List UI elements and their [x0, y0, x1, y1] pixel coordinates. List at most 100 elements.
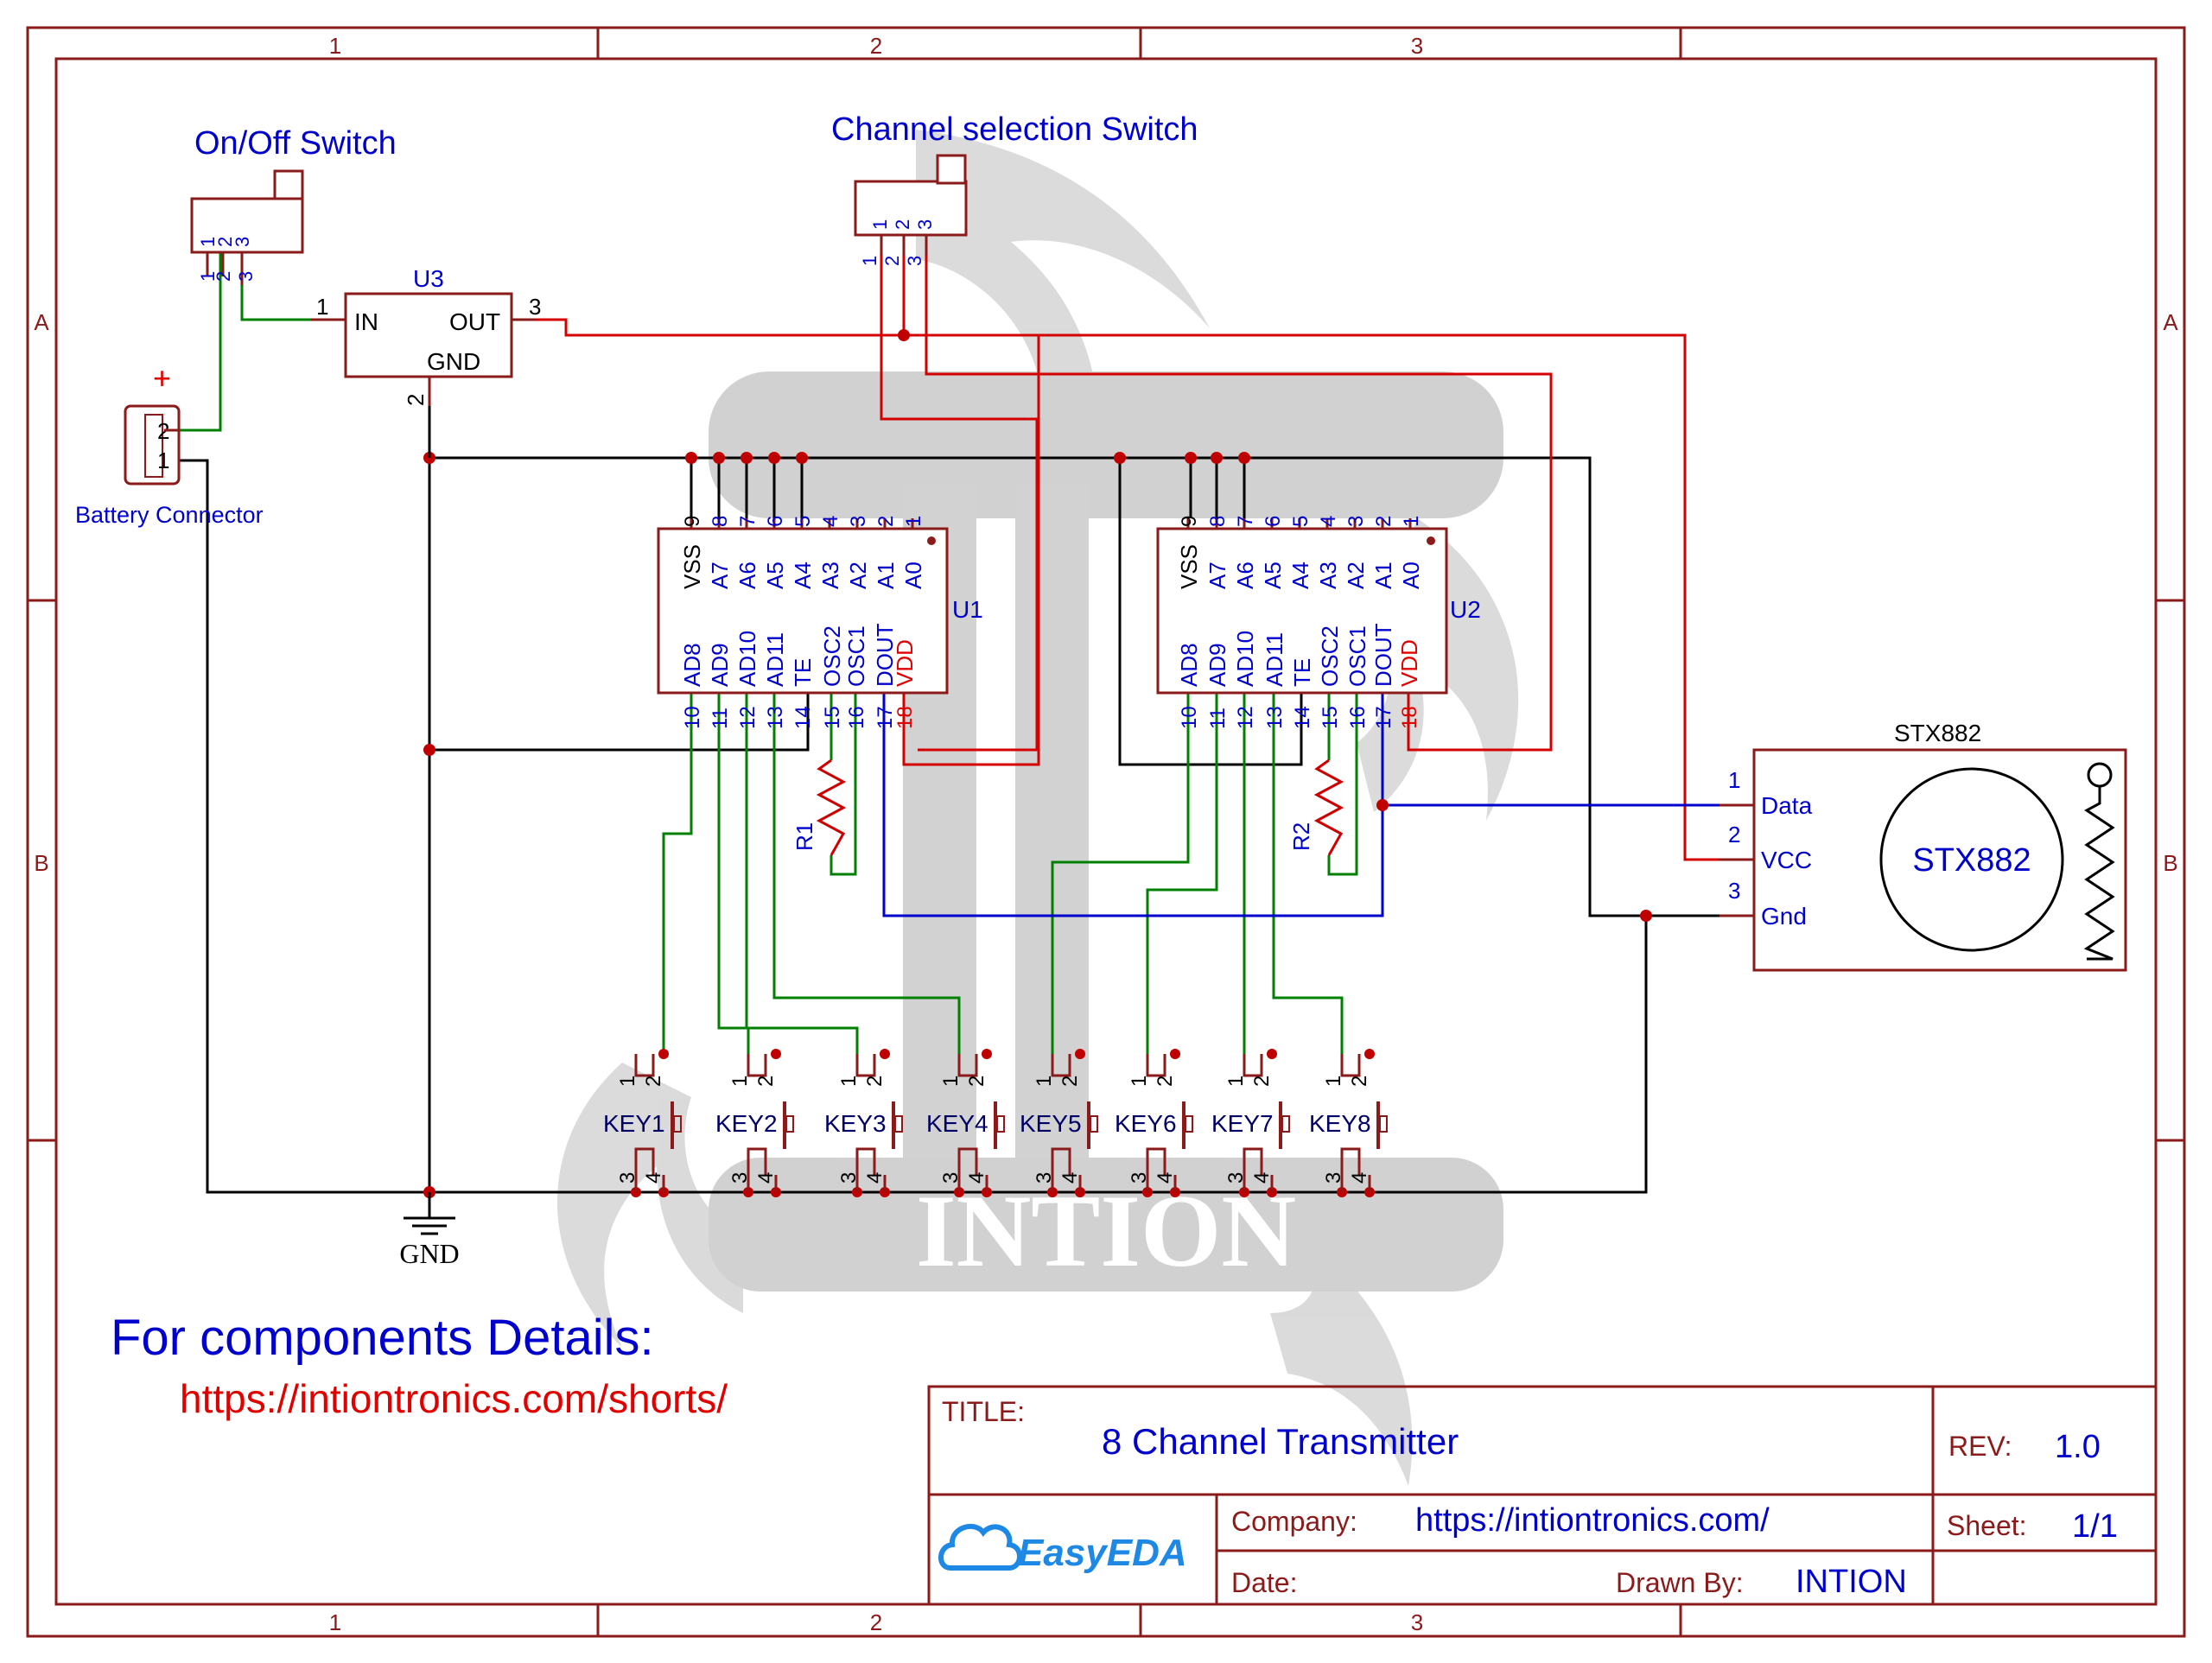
switch-pin-label: 3 — [232, 237, 253, 247]
encoder-pin-name: A6 — [1232, 562, 1258, 589]
regulator-pin-num: 3 — [529, 294, 541, 320]
encoder-pin-num: 1 — [902, 516, 925, 527]
rev-value: 1.0 — [2055, 1429, 2101, 1465]
key-label: KEY3 — [824, 1110, 887, 1137]
encoder-pin-name: DOUT — [872, 623, 898, 687]
notes: For components Details: https://intiontr… — [111, 1310, 728, 1421]
encoder-pin-name: A2 — [845, 562, 871, 589]
encoder-pin-name: A0 — [900, 562, 926, 589]
encoder-pin-name: A5 — [762, 562, 788, 589]
encoder-pin-num: 8 — [1206, 516, 1230, 527]
key-pin-num: 1 — [939, 1076, 963, 1087]
encoder-pin-num: 14 — [791, 706, 815, 729]
encoder-pin-num: 4 — [819, 516, 842, 527]
junction-dot — [1238, 452, 1250, 464]
switch-actuator — [273, 169, 304, 200]
junction-dot — [658, 1049, 669, 1059]
gnd-label: GND — [399, 1238, 459, 1269]
key-pin-num: 2 — [1058, 1076, 1082, 1087]
title-value: 8 Channel Transmitter — [1102, 1421, 1459, 1462]
watermark-swirl — [916, 130, 1210, 397]
encoder-pin-num: 4 — [1317, 516, 1340, 527]
regulator-body — [344, 292, 513, 378]
frame-col-label: 3 — [1411, 1609, 1423, 1635]
key-pin-num: 4 — [1348, 1172, 1371, 1184]
junction-dot — [1211, 452, 1223, 464]
encoder-pin-name: DOUT — [1370, 623, 1396, 687]
encoder-pin-name: A4 — [1287, 562, 1313, 589]
pin1-marker — [927, 536, 936, 545]
key-pin-num: 3 — [728, 1172, 752, 1184]
switch-body — [190, 197, 304, 254]
title-label: TITLE: — [942, 1396, 1025, 1427]
drawn-value: INTION — [1796, 1564, 1907, 1600]
key-pin-num: 1 — [728, 1076, 752, 1087]
encoder-pin-num: 12 — [736, 706, 760, 729]
switch-pin-label: 2 — [214, 237, 236, 247]
key-pin-num: 3 — [837, 1172, 861, 1184]
junction-dot — [880, 1049, 890, 1059]
stx882-circle — [1879, 767, 2064, 952]
encoder-pin-name: OSC2 — [1317, 625, 1343, 687]
junction-dot — [741, 452, 753, 464]
key-pin-num: 3 — [1322, 1172, 1345, 1184]
encoder-pin-name: TE — [790, 658, 816, 687]
date-label: Date: — [1231, 1567, 1297, 1598]
pin1-marker — [1427, 536, 1435, 545]
encoder-pin-num: 1 — [1400, 516, 1423, 527]
key-label: KEY5 — [1020, 1110, 1082, 1137]
regulator-ref: U3 — [413, 265, 444, 292]
encoder-pin-num: 6 — [764, 516, 787, 527]
encoder-pin-name: A2 — [1343, 562, 1369, 589]
key-pin-num: 4 — [965, 1172, 988, 1184]
battery-plus: + — [153, 360, 171, 396]
encoder-pin-name: A1 — [1370, 562, 1396, 589]
encoder-pin-name: VDD — [892, 639, 918, 687]
encoder-pin-name: A3 — [1315, 562, 1341, 589]
junction-dot — [1185, 452, 1197, 464]
encoder-pin-num: 12 — [1234, 706, 1257, 729]
encoder-pin-num: 17 — [874, 706, 897, 729]
junction-dot — [1364, 1049, 1375, 1059]
encoder-pin-name: A1 — [873, 562, 899, 589]
encoder-pin-name: A3 — [817, 562, 843, 589]
key-pin-num: 4 — [642, 1172, 665, 1184]
key-label: KEY4 — [926, 1110, 988, 1137]
resistor-label: R2 — [1288, 822, 1314, 851]
encoder-pin-num: 11 — [1206, 708, 1230, 729]
encoder-pin-num: 15 — [1319, 706, 1342, 729]
encoder-group: U19VSS8A77A66A55A44A33A22A11A0AD810AD911… — [657, 516, 1481, 729]
battery-connector: + 2 1 Battery Connector — [75, 360, 264, 528]
encoder-pin-num: 15 — [821, 706, 844, 729]
junction-dot — [1114, 452, 1126, 464]
battery-label: Battery Connector — [75, 502, 264, 528]
switch-pin-label: 2 — [892, 219, 913, 230]
stx882-pin-num: 2 — [1728, 822, 1740, 847]
battery-pin-label: 1 — [157, 447, 169, 473]
key-pin-num: 4 — [1058, 1172, 1082, 1184]
key-pin-num: 3 — [939, 1172, 963, 1184]
frame-col-label: 2 — [870, 33, 882, 59]
junction-dot — [768, 452, 780, 464]
encoder-pin-name: AD8 — [1176, 643, 1202, 687]
encoder-pin-num: 18 — [1398, 706, 1421, 729]
junction-dot — [713, 452, 725, 464]
key-pin-num: 2 — [1154, 1076, 1177, 1087]
stx882-pin-num: 3 — [1728, 878, 1740, 904]
stx882-module: STX882 STX882 1 2 3 Data VCC Gnd — [1719, 720, 2127, 972]
switch-pin-num: 2 — [881, 256, 903, 266]
encoder-pin-num: 3 — [1344, 516, 1368, 527]
encoder-pin-num: 13 — [1263, 706, 1287, 729]
encoder-pin-num: 7 — [736, 516, 760, 527]
junction-dot — [1170, 1049, 1180, 1059]
encoder-pin-name: A0 — [1398, 562, 1424, 589]
encoder-pin-num: 13 — [764, 706, 787, 729]
battery-socket — [144, 414, 163, 478]
logo-text: EasyEDA — [1018, 1532, 1187, 1574]
key-label: KEY8 — [1309, 1110, 1371, 1137]
switch-actuator — [936, 154, 967, 185]
